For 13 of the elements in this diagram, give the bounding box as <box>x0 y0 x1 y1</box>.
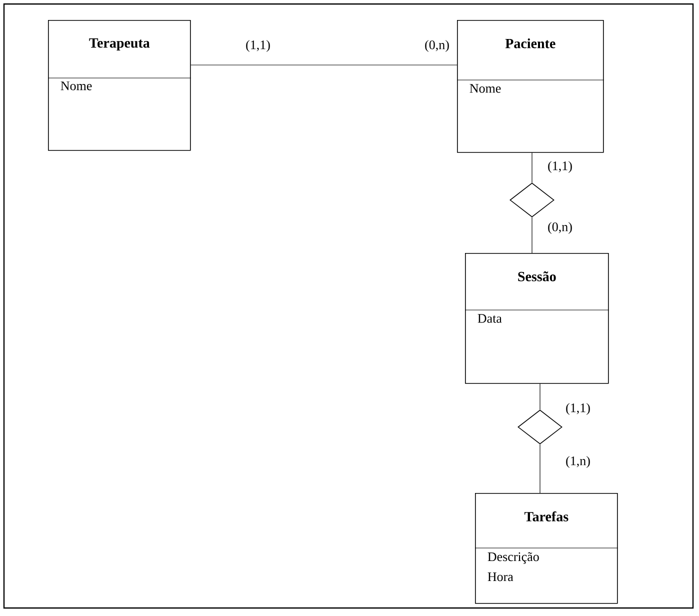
cardinality-label: (1,1) <box>566 403 590 415</box>
cardinality-label: (1,n) <box>566 456 590 468</box>
cardinality-label: (0,n) <box>425 40 449 52</box>
cardinality-label: (1,1) <box>246 40 270 52</box>
relationship-diamond <box>510 182 554 218</box>
entity-box: Tarefas Descrição Hora <box>474 493 618 604</box>
entity-box: Sessão Data <box>464 253 610 384</box>
cardinality-label: (1,1) <box>548 161 572 173</box>
relationship-diamond <box>518 410 562 444</box>
cardinality-label: (0,n) <box>548 222 572 234</box>
connector-line <box>190 64 458 66</box>
entity-box: Terapeuta Nome <box>48 20 192 151</box>
entity-box: Paciente Nome <box>456 20 604 153</box>
